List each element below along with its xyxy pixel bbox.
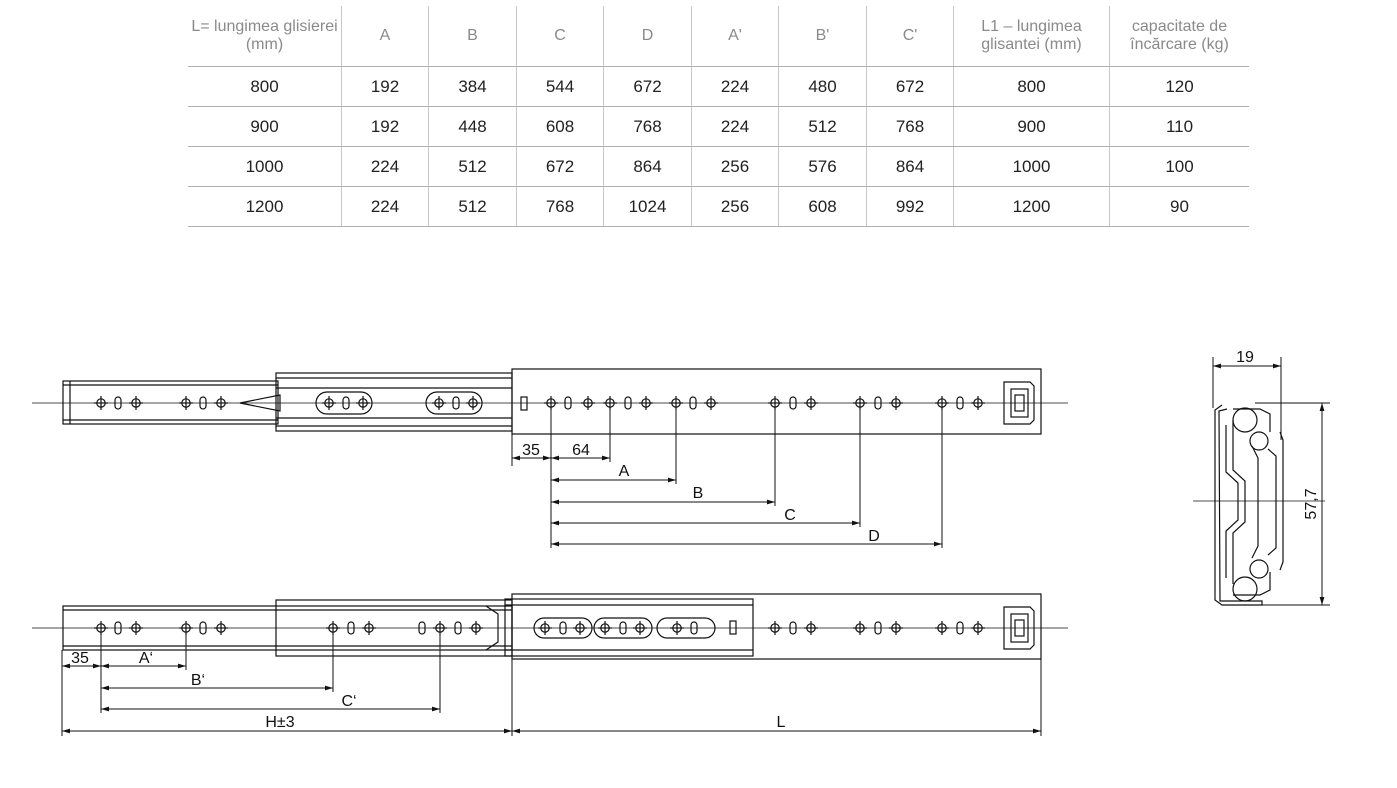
table-cell: 384 xyxy=(428,66,517,107)
dim-label-l: L xyxy=(777,714,786,731)
dim-label-d: D xyxy=(868,528,880,545)
dim-label-35-top: 35 xyxy=(522,442,540,459)
table-cell: 110 xyxy=(1109,106,1249,147)
table-row: 1000 224 512 672 864 256 576 864 1000 10… xyxy=(188,146,1249,187)
dim-label-h: H±3 xyxy=(265,714,294,731)
table-cell: 992 xyxy=(866,186,954,227)
table-cell: 768 xyxy=(603,106,692,147)
table-cell: 1000 xyxy=(188,146,342,187)
table-cell: 1200 xyxy=(188,186,342,227)
table-cell: 1000 xyxy=(953,146,1110,187)
table-cell: 120 xyxy=(1109,66,1249,107)
col-header-a: A xyxy=(341,6,429,67)
table-header-row: L= lungimea glisierei (mm) A B C D A' B'… xyxy=(188,6,1249,67)
table-cell: 224 xyxy=(691,106,779,147)
table-cell: 224 xyxy=(691,66,779,107)
table-cell: 672 xyxy=(603,66,692,107)
col-header-l1: L1 – lungimea glisantei (mm) xyxy=(953,6,1110,67)
table-cell: 256 xyxy=(691,146,779,187)
slide-top-view xyxy=(32,368,1068,435)
dim-label-section-height: 57,7 xyxy=(1303,488,1320,519)
dim-label-35-bottom: 35 xyxy=(71,650,89,667)
table-cell: 512 xyxy=(428,146,517,187)
col-header-b-prime: B' xyxy=(778,6,867,67)
table-cell: 544 xyxy=(516,66,604,107)
table-cell: 672 xyxy=(516,146,604,187)
table-cell: 480 xyxy=(778,66,867,107)
table-cell: 256 xyxy=(691,186,779,227)
table-cell: 900 xyxy=(188,106,342,147)
dim-label-section-width: 19 xyxy=(1236,349,1254,366)
dim-label-b-prime: B‘ xyxy=(191,672,205,689)
col-header-c-prime: C' xyxy=(866,6,954,67)
bottom-view-dimensions xyxy=(61,635,1042,736)
dim-label-a: A xyxy=(619,463,630,480)
table-cell: 768 xyxy=(866,106,954,147)
table-cell: 864 xyxy=(866,146,954,187)
section-dimensions xyxy=(1212,357,1330,606)
table-cell: 448 xyxy=(428,106,517,147)
dim-label-c-prime: C‘ xyxy=(341,693,356,710)
table-cell: 224 xyxy=(341,146,429,187)
table-row: 1200 224 512 768 1024 256 608 992 1200 9… xyxy=(188,186,1249,227)
col-header-d: D xyxy=(603,6,692,67)
table-cell: 800 xyxy=(953,66,1110,107)
col-header-b: B xyxy=(428,6,517,67)
table-cell: 512 xyxy=(778,106,867,147)
table-cell: 768 xyxy=(516,186,604,227)
table-cell: 224 xyxy=(341,186,429,227)
dim-label-64: 64 xyxy=(572,442,590,459)
col-header-length: L= lungimea glisierei (mm) xyxy=(188,6,342,67)
table-cell: 1024 xyxy=(603,186,692,227)
table-cell: 900 xyxy=(953,106,1110,147)
table-cell: 672 xyxy=(866,66,954,107)
top-view-dimensions xyxy=(511,410,943,548)
dim-label-b: B xyxy=(693,485,704,502)
spec-table: L= lungimea glisierei (mm) A B C D A' B'… xyxy=(188,6,1249,227)
col-header-c: C xyxy=(516,6,604,67)
table-cell: 800 xyxy=(188,66,342,107)
table-cell: 1200 xyxy=(953,186,1110,227)
table-cell: 192 xyxy=(341,66,429,107)
table-cell: 608 xyxy=(516,106,604,147)
table-cell: 864 xyxy=(603,146,692,187)
slide-bottom-view xyxy=(32,593,1068,660)
table-cell: 192 xyxy=(341,106,429,147)
col-header-a-prime: A' xyxy=(691,6,779,67)
table-cell: 576 xyxy=(778,146,867,187)
table-cell: 608 xyxy=(778,186,867,227)
table-cell: 90 xyxy=(1109,186,1249,227)
table-row: 800 192 384 544 672 224 480 672 800 120 xyxy=(188,66,1249,107)
table-row: 900 192 448 608 768 224 512 768 900 110 xyxy=(188,106,1249,147)
table-cell: 512 xyxy=(428,186,517,227)
dim-label-c: C xyxy=(784,507,796,524)
table-cell: 100 xyxy=(1109,146,1249,187)
dim-label-a-prime: A‘ xyxy=(139,650,153,667)
col-header-capacity: capacitate de încărcare (kg) xyxy=(1109,6,1249,67)
